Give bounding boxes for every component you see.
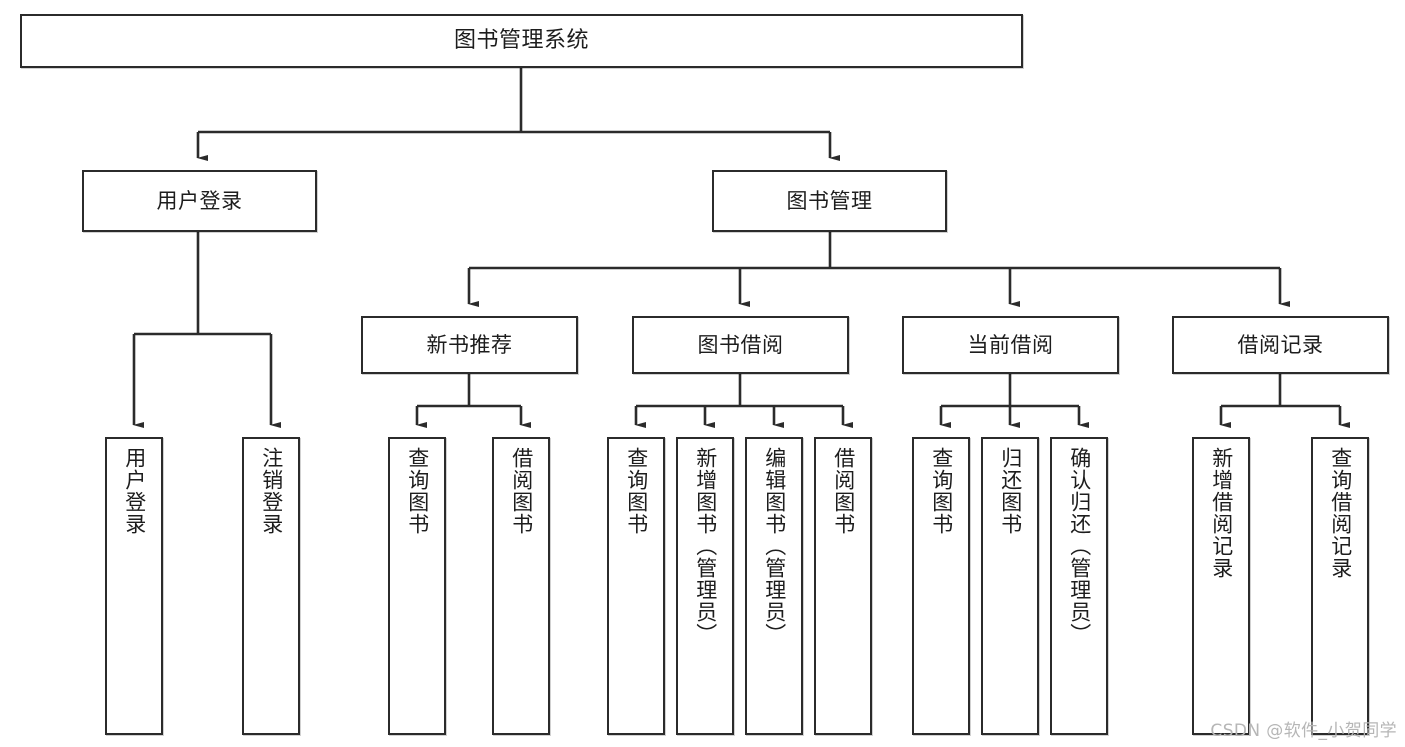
node-label: 图书管理 [786,188,873,213]
node-label: 借阅记录 [1237,332,1324,357]
leaf-search-book-newbook[interactable]: 查询图书 [388,437,446,735]
node-label: 图书借阅 [697,332,784,357]
node-label: 归还图书 [998,447,1023,535]
node-label: 查询图书 [929,447,954,535]
node-label: 用户登录 [122,447,147,535]
leaf-user-login[interactable]: 用户登录 [105,437,163,735]
node-label: 编辑图书（管理员） [762,447,787,645]
node-label: 用户登录 [156,188,243,213]
node-label: 新书推荐 [426,332,513,357]
leaf-edit-book-admin[interactable]: 编辑图书（管理员） [745,437,803,735]
leaf-search-borrow-record[interactable]: 查询借阅记录 [1311,437,1369,735]
leaf-borrow-book-newbook[interactable]: 借阅图书 [492,437,550,735]
node-book-borrow[interactable]: 图书借阅 [632,316,849,374]
connector-borrowrecord-to-leaves [1219,374,1350,428]
leaf-search-book-current[interactable]: 查询图书 [912,437,970,735]
node-label: 借阅图书 [509,447,534,535]
node-label: 新增图书（管理员） [693,447,718,645]
node-root-book-management-system[interactable]: 图书管理系统 [20,14,1023,68]
connector-userlogin-to-leaves [132,232,281,428]
node-label: 新增借阅记录 [1209,447,1234,579]
node-label: 图书管理系统 [453,27,589,53]
leaf-return-book[interactable]: 归还图书 [981,437,1039,735]
node-label: 借阅图书 [831,447,856,535]
connector-bookmgmt-to-level3 [467,232,1290,307]
leaf-search-book-borrow[interactable]: 查询图书 [607,437,665,735]
node-book-management[interactable]: 图书管理 [712,170,947,232]
node-label: 查询借阅记录 [1328,447,1353,579]
node-current-borrow[interactable]: 当前借阅 [902,316,1119,374]
watermark-csdn: CSDN @软件_小贺同学 [1210,721,1397,741]
leaf-add-borrow-record[interactable]: 新增借阅记录 [1192,437,1250,735]
connector-root-to-level2 [196,68,840,161]
leaf-confirm-return-admin[interactable]: 确认归还（管理员） [1050,437,1108,735]
node-borrow-record[interactable]: 借阅记录 [1172,316,1389,374]
node-label: 确认归还（管理员） [1067,447,1092,645]
node-new-book-recommend[interactable]: 新书推荐 [361,316,578,374]
leaf-add-book-admin[interactable]: 新增图书（管理员） [676,437,734,735]
node-label: 当前借阅 [967,332,1054,357]
leaf-logout[interactable]: 注销登录 [242,437,300,735]
node-user-login[interactable]: 用户登录 [82,170,317,232]
connector-currentborrow-to-leaves [939,374,1089,428]
node-label: 注销登录 [259,447,284,535]
node-label: 查询图书 [624,447,649,535]
node-label: 查询图书 [405,447,430,535]
leaf-borrow-book[interactable]: 借阅图书 [814,437,872,735]
connector-newbook-to-leaves [415,374,531,428]
connector-bookborrow-to-leaves [634,374,853,428]
